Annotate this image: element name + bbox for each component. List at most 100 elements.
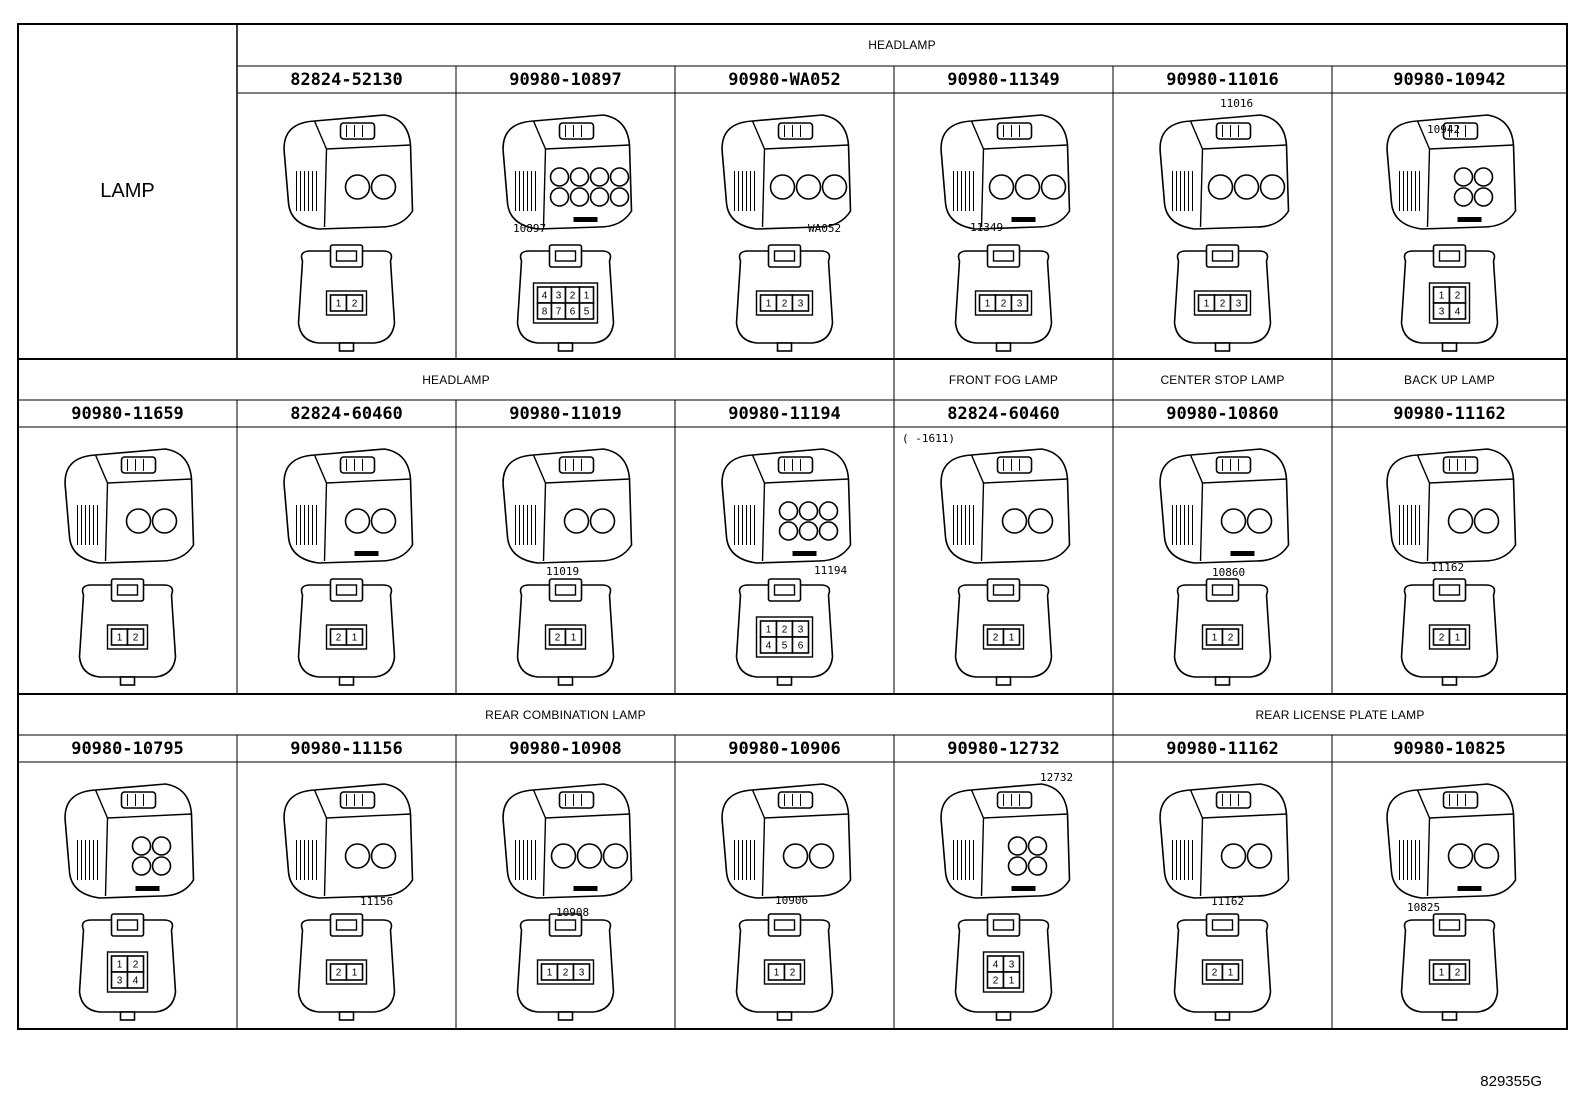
part-number: 90980-11194 — [728, 403, 841, 424]
ref-tag: 10908 — [556, 906, 590, 919]
pin-cavity — [1221, 963, 1240, 981]
pin-number: 1 — [352, 968, 358, 979]
pin-number: 2 — [352, 299, 358, 310]
ref-tag: 11194 — [814, 564, 848, 577]
part-number: 90980-10906 — [728, 738, 841, 759]
part-number: 90980-WA052 — [728, 69, 841, 90]
pin-number: 1 — [766, 625, 772, 636]
part-number: 90980-11019 — [509, 403, 622, 424]
pin-number: 2 — [336, 633, 342, 644]
connector-body — [283, 783, 414, 899]
pin-cavity — [1229, 294, 1248, 312]
part-number: 90980-10897 — [509, 69, 622, 90]
pin-cavity — [345, 294, 364, 312]
part-number: 90980-10825 — [1393, 738, 1506, 759]
pin-cavity — [345, 963, 364, 981]
pin-number: 8 — [542, 307, 548, 318]
connector-body — [64, 448, 195, 564]
pin-number: 4 — [133, 976, 139, 987]
pin-cavity — [1002, 628, 1021, 646]
pin-cavity — [126, 628, 145, 646]
connector-body — [721, 448, 852, 564]
pin-number: 4 — [993, 960, 999, 971]
connector-body — [502, 783, 633, 899]
pin-number: 1 — [985, 299, 991, 310]
ref-tag: 11349 — [970, 221, 1004, 234]
pin-number: 2 — [790, 968, 796, 979]
pin-number: 2 — [1228, 633, 1234, 644]
part-number: 82824-60460 — [290, 403, 403, 424]
ref-tag: 10942 — [1427, 123, 1461, 136]
pin-number: 1 — [774, 968, 780, 979]
pin-number: 1 — [1455, 633, 1461, 644]
connector-body — [502, 448, 633, 564]
ref-tag: WA052 — [808, 222, 842, 235]
pin-number: 2 — [1212, 968, 1218, 979]
pin-cavity — [783, 963, 802, 981]
connector-body — [1386, 448, 1517, 564]
pin-number: 3 — [579, 968, 585, 979]
pin-number: 2 — [1439, 633, 1445, 644]
pin-number: 2 — [1001, 299, 1007, 310]
diagram-code: 829355G — [1480, 1073, 1542, 1090]
pin-cavity — [791, 636, 810, 654]
ref-tag: 11016 — [1220, 97, 1254, 110]
pin-number: 3 — [798, 625, 804, 636]
ref-tag: ( -1611) — [902, 432, 955, 445]
pin-number: 7 — [556, 307, 562, 318]
pin-number: 3 — [798, 299, 804, 310]
pin-cavity — [564, 628, 583, 646]
pin-number: 2 — [570, 291, 576, 302]
pin-number: 3 — [556, 291, 562, 302]
connector-body — [1159, 783, 1290, 899]
ref-tag: 10897 — [513, 222, 547, 235]
pin-cavity — [572, 963, 591, 981]
part-number: 90980-10795 — [71, 738, 184, 759]
part-number: 90980-10908 — [509, 738, 622, 759]
pin-number: 3 — [117, 976, 123, 987]
pin-cavity — [126, 971, 145, 989]
pin-number: 6 — [798, 641, 804, 652]
pin-cavity — [1448, 963, 1467, 981]
connector-body — [721, 114, 852, 230]
pin-number: 2 — [133, 633, 139, 644]
connector-body — [1386, 783, 1517, 899]
ref-tag: 10906 — [775, 894, 809, 907]
part-number: 90980-10942 — [1393, 69, 1506, 90]
pin-number: 5 — [584, 307, 590, 318]
part-number: 82824-60460 — [947, 403, 1060, 424]
ref-tag: 11162 — [1431, 561, 1465, 574]
pin-number: 3 — [1439, 307, 1445, 318]
section-label: REAR COMBINATION LAMP — [485, 707, 646, 722]
pin-cavity — [1448, 628, 1467, 646]
connector-body — [940, 783, 1071, 899]
pin-number: 2 — [336, 968, 342, 979]
pin-cavity — [345, 628, 364, 646]
part-number: 90980-11659 — [71, 403, 184, 424]
ref-tag: 11019 — [546, 565, 580, 578]
part-number: 90980-12732 — [947, 738, 1060, 759]
pin-number: 6 — [570, 307, 576, 318]
section-label: FRONT FOG LAMP — [948, 372, 1059, 387]
